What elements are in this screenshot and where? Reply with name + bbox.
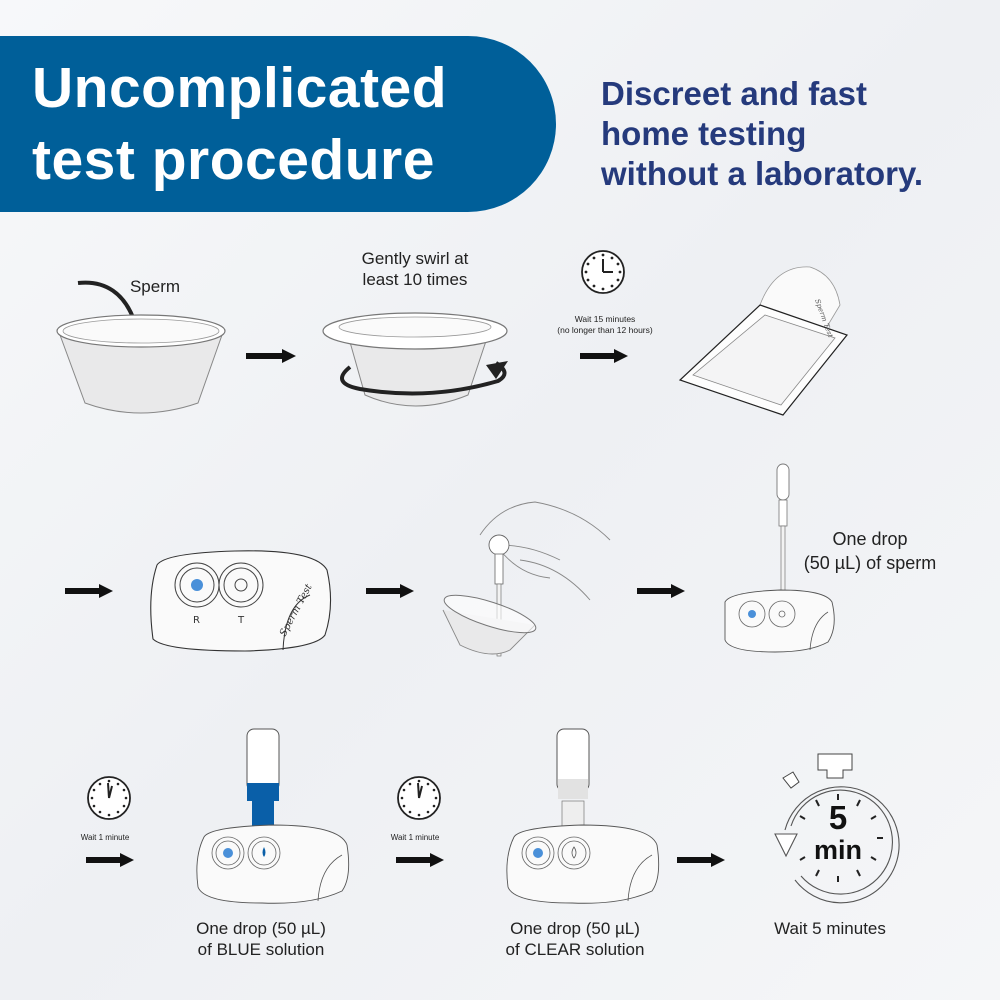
step7-label-line-1: One drop (50 µL) (196, 919, 326, 938)
step2-label-line-1: Gently swirl at (361, 249, 469, 268)
step1-label: Sperm (129, 277, 181, 296)
step7-label-line-2: of BLUE solution (197, 940, 325, 959)
arrow-right-icon (396, 853, 444, 867)
svg-text:T: T (237, 615, 245, 626)
wait1-label: Wait 1 minute (80, 833, 130, 842)
clear-dropper-icon (506, 728, 660, 904)
step8-label-line-1: One drop (50 µL) (510, 919, 640, 938)
pipette-device-icon (724, 463, 835, 653)
title-line-1: Uncomplicated (32, 56, 448, 120)
page-title: Uncomplicated test procedure (32, 52, 447, 196)
clock-icon (581, 250, 625, 294)
tagline-line-1: Discreet and fast (601, 75, 867, 112)
step6-label-line-2: (50 µL) of sperm (803, 553, 937, 573)
step2-label-line-2: least 10 times (362, 270, 468, 289)
wait15-label: Wait 15 minutes (no longer than 12 hours… (540, 314, 670, 336)
step8-label: One drop (50 µL) of CLEAR solution (490, 918, 660, 960)
timer-number: 5 (828, 799, 848, 836)
arrow-right-icon (366, 584, 414, 598)
arrow-right-icon (580, 349, 628, 363)
wait1-label: Wait 1 minute (390, 833, 440, 842)
svg-text:R: R (193, 615, 200, 626)
step8-label-line-2: of CLEAR solution (505, 940, 645, 959)
test-device-icon: R T Sperm Test (145, 545, 335, 655)
step9-label: Wait 5 minutes (774, 919, 886, 938)
pipette-hand-icon (442, 501, 611, 657)
step7-label: One drop (50 µL) of BLUE solution (176, 918, 346, 960)
step2-label: Gently swirl at least 10 times (330, 248, 500, 290)
swirl-cup-icon (322, 312, 508, 407)
arrow-right-icon (86, 853, 134, 867)
step6-label-line-1: One drop (832, 529, 908, 549)
stopwatch-icon: 5 min (755, 750, 905, 910)
collection-cup-icon (56, 280, 226, 414)
arrow-right-icon (246, 349, 296, 363)
tagline-line-3: without a laboratory. (601, 155, 924, 192)
clock-icon (87, 776, 131, 820)
title-banner (0, 36, 556, 212)
timer-unit: min (813, 835, 862, 865)
wait15-label-line-2: (no longer than 12 hours) (557, 325, 653, 335)
arrow-right-icon (637, 584, 685, 598)
blue-dropper-icon (196, 728, 350, 904)
step6-label: One drop (50 µL) of sperm (785, 527, 955, 575)
title-line-2: test procedure (32, 128, 435, 192)
tagline-line-2: home testing (601, 115, 807, 152)
clock-icon (397, 776, 441, 820)
arrow-right-icon (677, 853, 725, 867)
wait15-label-line-1: Wait 15 minutes (574, 314, 636, 324)
arrow-right-icon (65, 584, 113, 598)
tagline: Discreet and fast home testing without a… (601, 74, 923, 194)
pouch-icon: Sperm Test (678, 266, 849, 416)
